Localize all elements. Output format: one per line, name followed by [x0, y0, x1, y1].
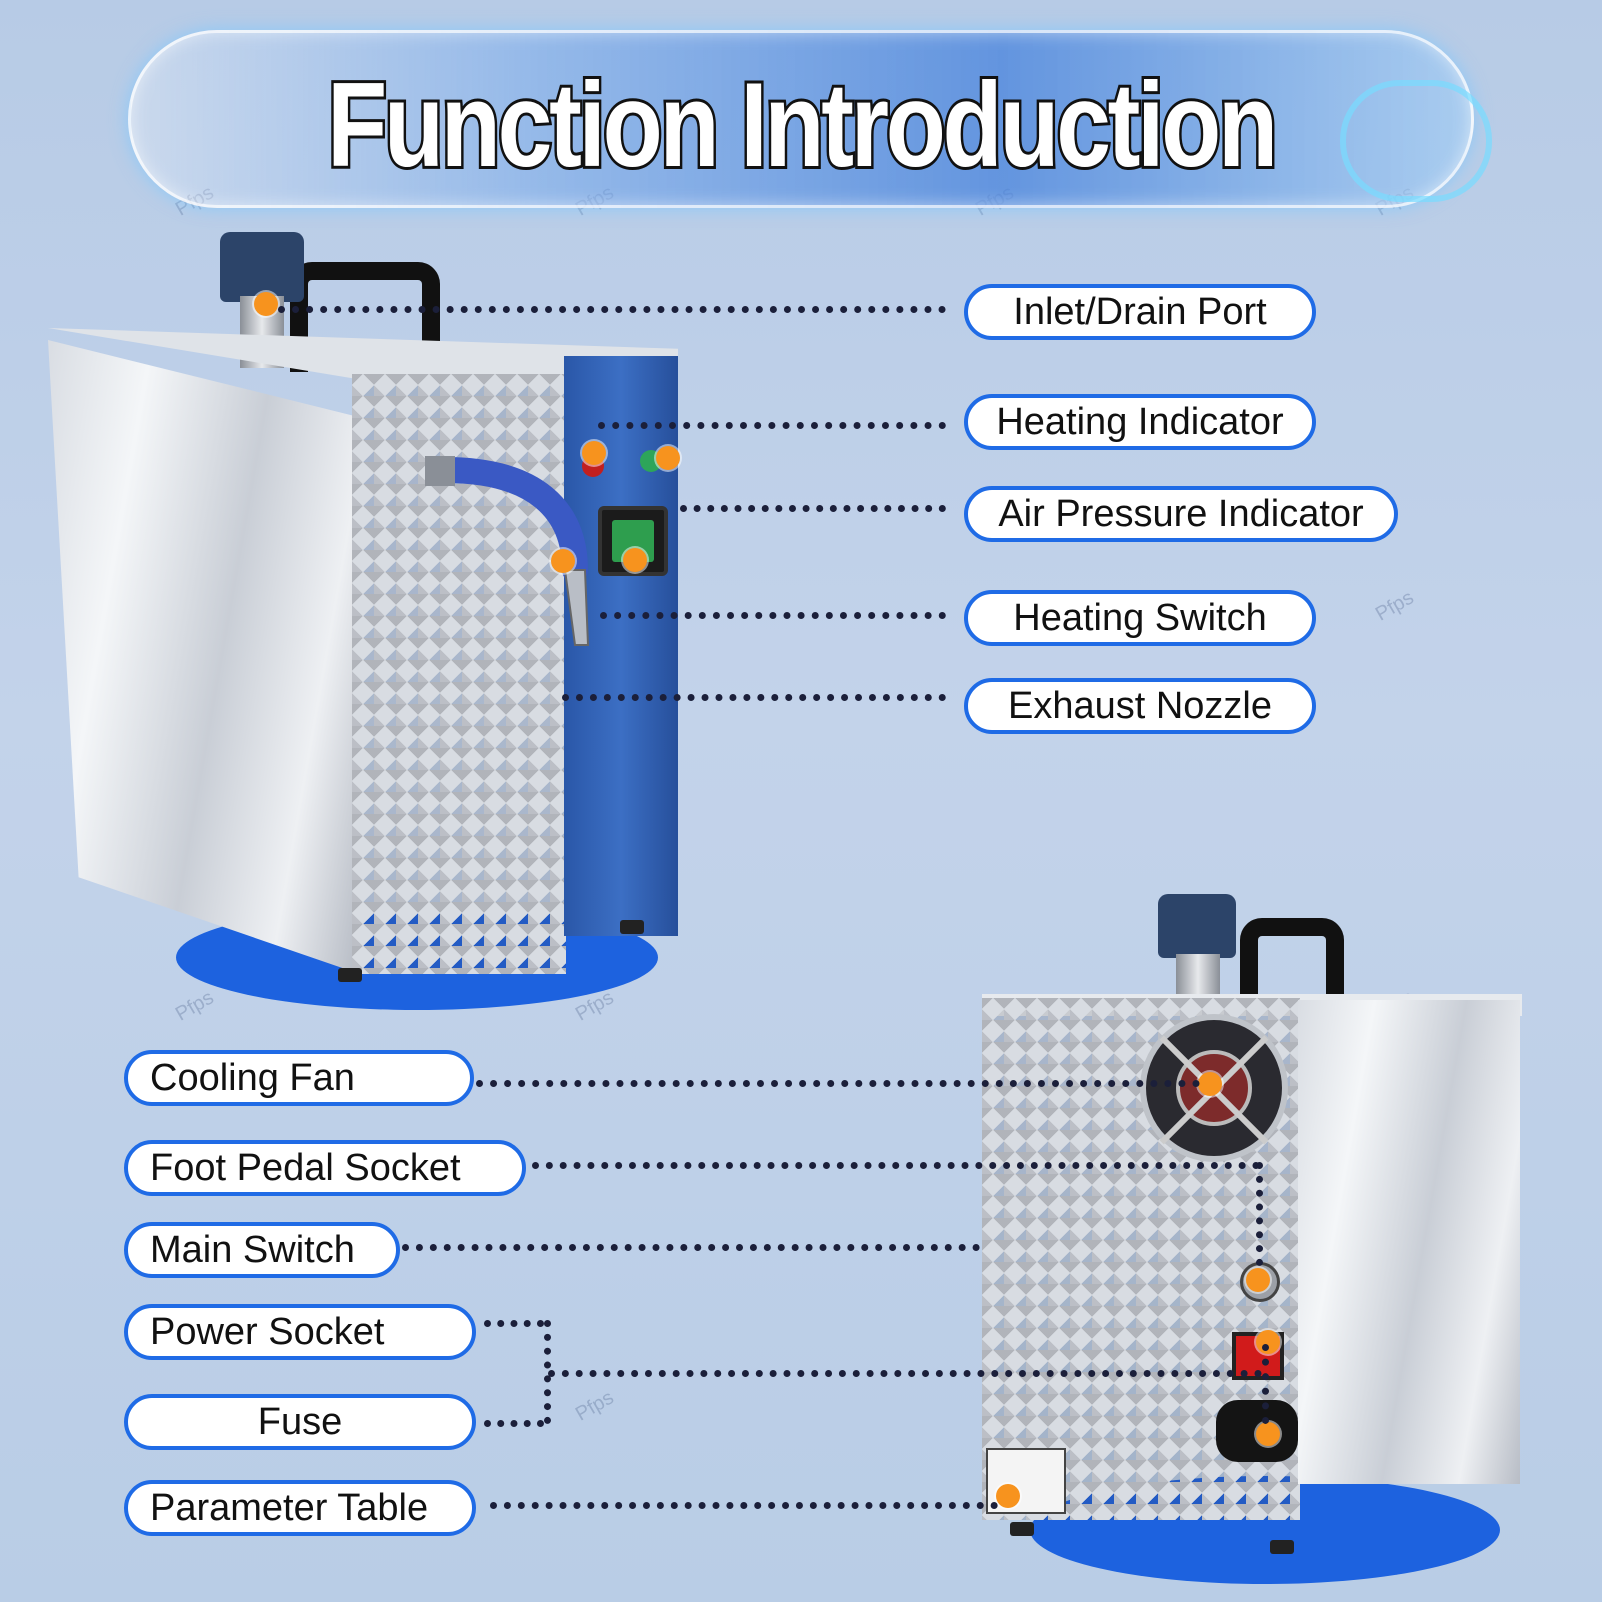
connector-exhaust-nozzle: [562, 694, 946, 701]
watermark: Pfps: [571, 1386, 618, 1426]
foot: [338, 968, 362, 982]
inlet-fitting: [1176, 954, 1220, 998]
connector-foot-pedal-socket: [532, 1162, 1260, 1169]
label-heating-indicator: Heating Indicator: [964, 394, 1316, 450]
watermark: Pfps: [1371, 586, 1418, 626]
steam-hose: [425, 456, 590, 646]
label-inlet-drain-port: Inlet/Drain Port: [964, 284, 1316, 340]
connector-main-switch-vertical: [1262, 1344, 1269, 1424]
handle: [1240, 918, 1344, 1010]
connector-main-switch: [402, 1244, 980, 1251]
title-banner: [128, 30, 1474, 208]
label-heating-switch: Heating Switch: [964, 590, 1316, 646]
label-air-pressure-indicator: Air Pressure Indicator: [964, 486, 1398, 542]
marker-inlet-drain-port: [254, 292, 278, 316]
inlet-cap-knob: [1158, 894, 1236, 958]
marker-heating-switch: [623, 548, 647, 572]
marker-cooling-fan: [1198, 1072, 1222, 1096]
connector-main-switch-power: [548, 1370, 1262, 1377]
connector-heating-switch: [600, 612, 946, 619]
foot: [1270, 1540, 1294, 1554]
watermark: Pfps: [171, 986, 218, 1026]
connector-inlet-drain-port: [278, 306, 946, 313]
connector-heating-indicator: [598, 422, 946, 429]
connector-bracket-vertical: [544, 1320, 551, 1424]
foot: [1010, 1522, 1034, 1536]
parameter-table-plate: [986, 1448, 1066, 1514]
label-foot-pedal-socket: Foot Pedal Socket: [124, 1140, 526, 1196]
page-title: Function Introduction: [325, 55, 1281, 195]
foot: [620, 920, 644, 934]
label-main-switch: Main Switch: [124, 1222, 400, 1278]
marker-air-pressure-indicator: [656, 446, 680, 470]
connector-fuse: [484, 1420, 544, 1427]
side-panel: [1298, 1000, 1520, 1484]
marker-foot-pedal-socket: [1246, 1268, 1270, 1292]
marker-parameter-table: [996, 1484, 1020, 1508]
marker-power-socket: [1256, 1422, 1280, 1446]
marker-heating-indicator: [582, 441, 606, 465]
marker-exhaust-nozzle: [551, 549, 575, 573]
label-parameter-table: Parameter Table: [124, 1480, 476, 1536]
connector-air-pressure-indicator: [680, 505, 946, 512]
connector-power-socket: [484, 1320, 544, 1327]
label-power-socket: Power Socket: [124, 1304, 476, 1360]
inlet-cap-knob: [220, 232, 304, 302]
connector-cooling-fan: [476, 1080, 1200, 1087]
label-exhaust-nozzle: Exhaust Nozzle: [964, 678, 1316, 734]
connector-foot-pedal-socket-vertical: [1256, 1162, 1263, 1266]
label-fuse: Fuse: [124, 1394, 476, 1450]
side-panel: [48, 340, 354, 972]
label-cooling-fan: Cooling Fan: [124, 1050, 474, 1106]
banner-glow-decoration: [1340, 80, 1492, 202]
connector-parameter-table: [490, 1502, 998, 1509]
